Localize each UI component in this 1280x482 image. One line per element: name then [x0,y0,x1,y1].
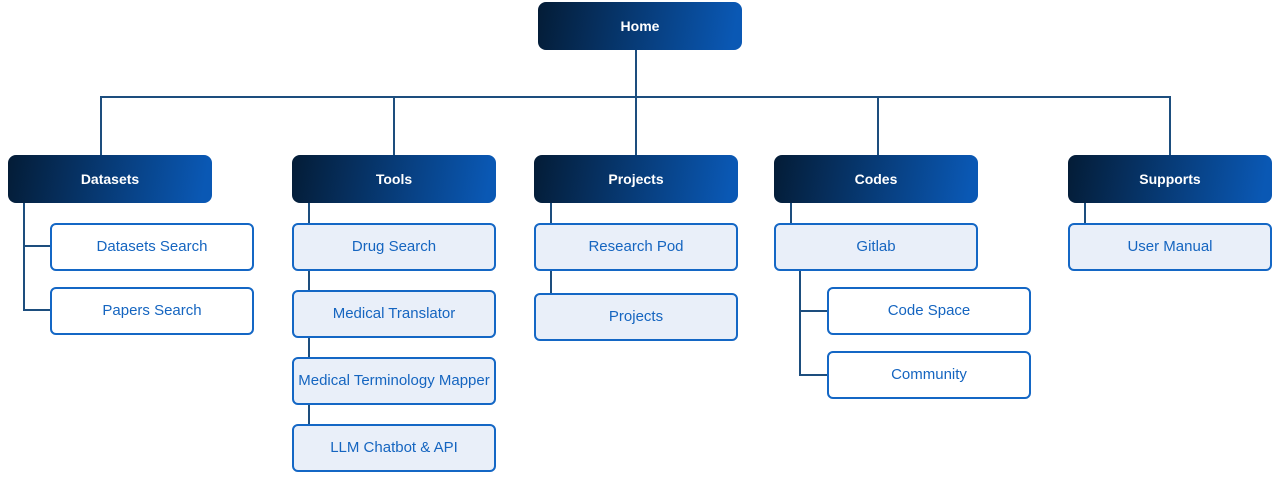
node-datasets: Datasets [8,155,212,203]
node-supports: Supports [1068,155,1272,203]
node-llm-chatbot-api: LLM Chatbot & API [292,424,496,472]
node-gitlab: Gitlab [774,223,978,271]
node-community: Community [827,351,1031,399]
node-tools: Tools [292,155,496,203]
node-home: Home [538,2,742,50]
connector-codes-to-gitlab [790,203,792,224]
connector-datasets-spine [23,203,25,311]
connector-drop-tools [393,96,395,156]
connector-drop-projects [635,96,637,156]
connector-home-trunk [635,50,637,98]
connector-gitlab-spine [799,271,801,376]
node-datasets-search: Datasets Search [50,223,254,271]
node-projects-page: Projects [534,293,738,341]
connector-datasets-search-stub [23,245,52,247]
connector-code-space-stub [799,310,828,312]
connector-drop-supports [1169,96,1171,156]
connector-community-stub [799,374,828,376]
node-medical-terminology-mapper: Medical Terminology Mapper [292,357,496,405]
node-papers-search: Papers Search [50,287,254,335]
connector-drop-codes [877,96,879,156]
node-drug-search: Drug Search [292,223,496,271]
node-medical-translator: Medical Translator [292,290,496,338]
node-code-space: Code Space [827,287,1031,335]
connector-drop-datasets [100,96,102,156]
node-research-pod: Research Pod [534,223,738,271]
node-codes: Codes [774,155,978,203]
connector-papers-search-stub [23,309,52,311]
node-user-manual: User Manual [1068,223,1272,271]
connector-supports-to-manual [1084,203,1086,224]
node-projects: Projects [534,155,738,203]
